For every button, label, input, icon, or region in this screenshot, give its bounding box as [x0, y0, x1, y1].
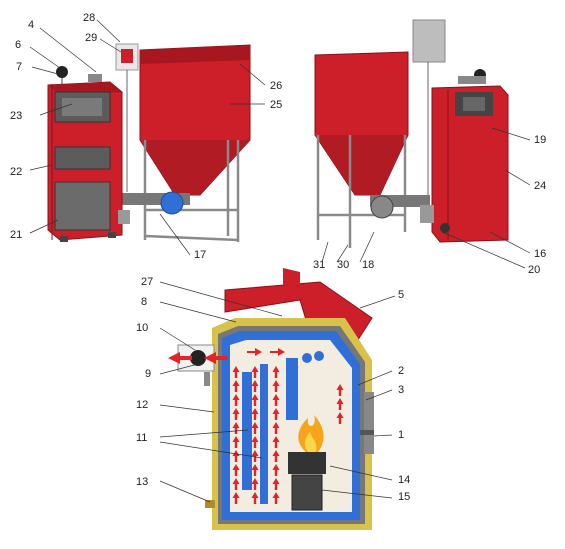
callout-6: 6	[15, 39, 21, 51]
flow-arrow-up	[272, 380, 280, 392]
callout-17: 17	[194, 249, 206, 261]
callout-27: 27	[141, 276, 153, 288]
callout-7: 7	[16, 61, 22, 73]
callout-11: 11	[136, 432, 147, 444]
rear-auger-motor	[370, 195, 394, 219]
callout-14: 14	[398, 474, 410, 486]
callout-2: 2	[398, 365, 404, 377]
flow-arrow-up	[251, 380, 259, 392]
pressure-gauge	[56, 66, 68, 78]
flow-arrow-up	[251, 422, 259, 434]
callout-8: 8	[141, 296, 147, 308]
callout-29: 29	[85, 32, 97, 44]
callout-22: 22	[10, 166, 22, 178]
flow-arrow-up	[232, 450, 240, 462]
flow-arrow-up	[251, 464, 259, 476]
flow-arrow-up	[336, 398, 344, 410]
rear-view	[314, 19, 509, 248]
flow-arrow-up	[251, 394, 259, 406]
flow-arrow-up	[232, 394, 240, 406]
callout-labels: 4 6 7 28 29 23 22 21 17 26 25 19 24 16 2…	[10, 12, 546, 503]
flow-arrow-up	[272, 436, 280, 448]
callout-15: 15	[398, 491, 410, 503]
callout-3: 3	[398, 384, 404, 396]
callout-18: 18	[362, 259, 374, 271]
flow-arrow-up	[232, 408, 240, 420]
flow-arrow-up	[272, 492, 280, 504]
flow-arrow-up	[232, 464, 240, 476]
baffle-right	[286, 358, 298, 420]
flow-arrows	[168, 348, 285, 364]
front-view	[47, 43, 251, 242]
callout-26: 26	[270, 80, 282, 92]
ash-pan	[291, 474, 323, 511]
callout-5: 5	[398, 289, 404, 301]
flow-arrow-up	[272, 464, 280, 476]
callout-23: 23	[10, 110, 22, 122]
loading-door	[364, 392, 374, 454]
callout-4: 4	[28, 19, 34, 31]
baffle-left	[242, 372, 252, 490]
callout-10: 10	[136, 322, 148, 334]
callout-24: 24	[534, 180, 546, 192]
callout-31: 31	[313, 259, 325, 271]
flow-arrow-up	[251, 478, 259, 490]
cross-section	[168, 268, 374, 530]
flow-arrow-up	[232, 380, 240, 392]
callout-25: 25	[270, 99, 282, 111]
auger-motor	[160, 191, 184, 215]
flow-arrow-up	[232, 478, 240, 490]
flow-arrow-up	[251, 366, 259, 378]
flow-arrow-up	[232, 366, 240, 378]
callout-30: 30	[337, 259, 349, 271]
rear-controller-box	[412, 19, 446, 63]
callout-13: 13	[136, 476, 148, 488]
baffle-mid	[260, 364, 268, 504]
flow-arrow-up	[251, 492, 259, 504]
middle-door	[54, 146, 111, 170]
hopper-frame	[143, 140, 240, 242]
flow-arrow-up	[272, 394, 280, 406]
flow-arrow-up	[232, 422, 240, 434]
flow-arrow-up	[251, 436, 259, 448]
flow-arrow-up	[272, 408, 280, 420]
flow-arrow-up	[251, 450, 259, 462]
rear-hopper-frame	[316, 135, 407, 248]
callout-28: 28	[83, 12, 95, 24]
ash-door	[54, 181, 111, 231]
callout-12: 12	[136, 399, 148, 411]
burner-grate	[288, 452, 326, 474]
vertical-flow-arrows	[232, 366, 344, 504]
flow-arrow-up	[336, 412, 344, 424]
flow-arrow-up	[251, 408, 259, 420]
callout-19: 19	[534, 134, 546, 146]
flow-arrow-up	[272, 366, 280, 378]
flow-arrow-up	[232, 436, 240, 448]
callout-20: 20	[528, 264, 540, 276]
flow-arrow-up	[336, 384, 344, 396]
callout-9: 9	[145, 368, 151, 380]
flame	[298, 415, 324, 452]
callout-21: 21	[10, 229, 22, 241]
callout-1: 1	[398, 429, 404, 441]
flow-arrow-up	[232, 492, 240, 504]
callout-16: 16	[534, 248, 546, 260]
leader-lines	[29, 19, 531, 503]
flow-arrow-up	[272, 450, 280, 462]
flow-arrow-up	[272, 478, 280, 490]
rear-boiler-body	[431, 85, 509, 243]
flow-arrow-up	[272, 422, 280, 434]
